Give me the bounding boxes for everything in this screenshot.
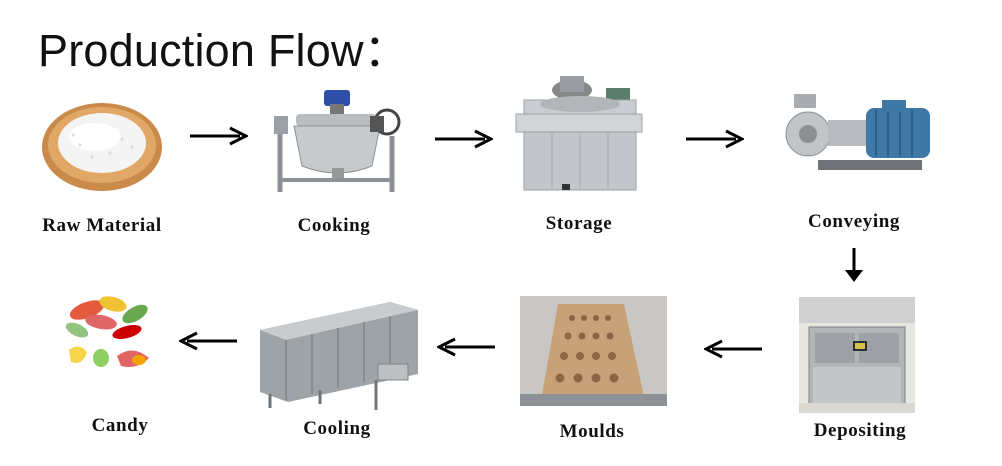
step-label-depositing: Depositing [813, 420, 907, 441]
arrow-left-icon [179, 331, 237, 351]
cooling-tunnel-icon [260, 302, 418, 410]
pump-icon [785, 94, 930, 170]
step-label-storage: Storage [545, 213, 613, 234]
depositor-machine-icon [799, 297, 915, 413]
step-label-raw-material: Raw Material [42, 215, 162, 236]
cooking-kettle-icon [274, 90, 401, 192]
gummy-candy-icon [65, 296, 149, 367]
mould-tray-icon [520, 296, 667, 406]
arrow-left-icon [704, 339, 762, 359]
sugar-bowl-icon [42, 103, 162, 191]
storage-tank-icon [515, 76, 643, 191]
step-label-candy: Candy [91, 415, 149, 436]
arrow-right-icon [435, 129, 493, 149]
arrow-right-icon [190, 126, 248, 146]
step-label-cooking: Cooking [297, 215, 371, 236]
step-label-moulds: Moulds [559, 421, 625, 442]
arrow-down-icon [845, 248, 863, 282]
arrow-left-icon [437, 337, 495, 357]
step-label-conveying: Conveying [808, 211, 900, 232]
page-title: Production Flow： [38, 25, 409, 76]
arrow-right-icon [686, 129, 744, 149]
step-label-cooling: Cooling [303, 418, 371, 439]
